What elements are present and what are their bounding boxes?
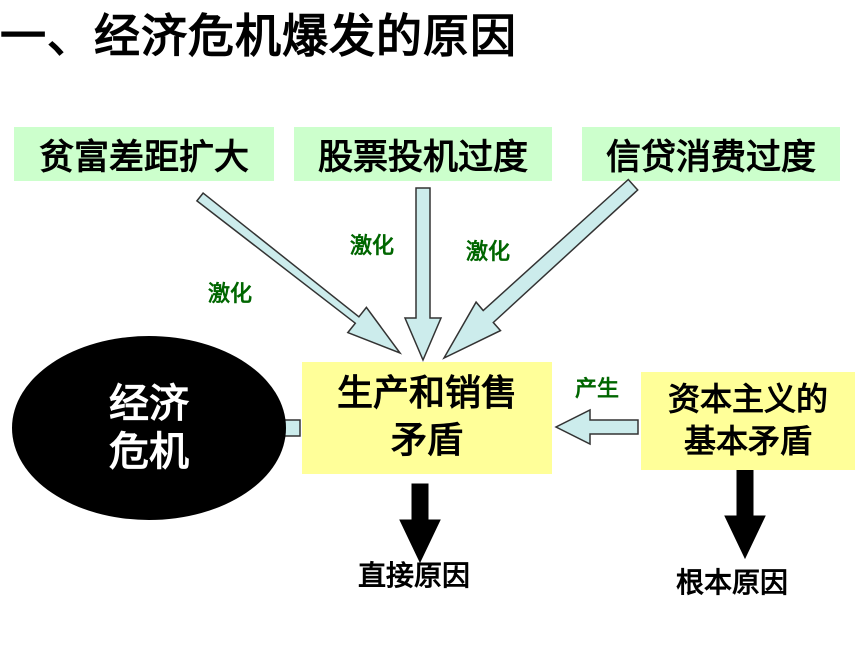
arrow-down-direct-cause <box>399 483 441 564</box>
cause-box-wealth-gap: 贫富差距扩大 <box>14 127 274 181</box>
cause-box-credit-consumption: 信贷消费过度 <box>582 127 840 181</box>
central-line-2: 矛盾 <box>390 420 463 461</box>
direct-cause-label: 直接原因 <box>358 559 471 592</box>
fundamental-cause-label: 根本原因 <box>676 566 789 599</box>
central-line-1: 生产和销售 <box>336 373 517 415</box>
arrow-root-to-contradiction <box>554 408 639 446</box>
arrow-down-fundamental-cause <box>724 469 766 560</box>
root-line-2: 基本矛盾 <box>683 422 812 460</box>
arrow-stock-to-contradiction <box>403 187 443 362</box>
production-sales-contradiction-box: 生产和销售 矛盾 <box>302 362 552 474</box>
cause-box-stock-speculation: 股票投机过度 <box>294 127 552 181</box>
capitalism-basic-contradiction-box: 资本主义的 基本矛盾 <box>641 372 855 470</box>
crisis-line-1: 经济 <box>109 381 189 427</box>
crisis-line-2: 危机 <box>109 429 189 475</box>
intensify-label-center: 激化 <box>350 234 395 259</box>
root-line-1: 资本主义的 <box>667 380 828 419</box>
economic-crisis-ellipse: 经济 危机 <box>12 336 286 520</box>
intensify-label-right: 激化 <box>466 240 511 265</box>
arrow-wealth-gap-to-contradiction <box>195 192 403 355</box>
page-title: 一、经济危机爆发的原因 <box>0 9 517 63</box>
produce-label: 产生 <box>575 377 620 402</box>
arrow-credit-to-contradiction <box>442 178 639 360</box>
intensify-label-left: 激化 <box>208 282 253 307</box>
